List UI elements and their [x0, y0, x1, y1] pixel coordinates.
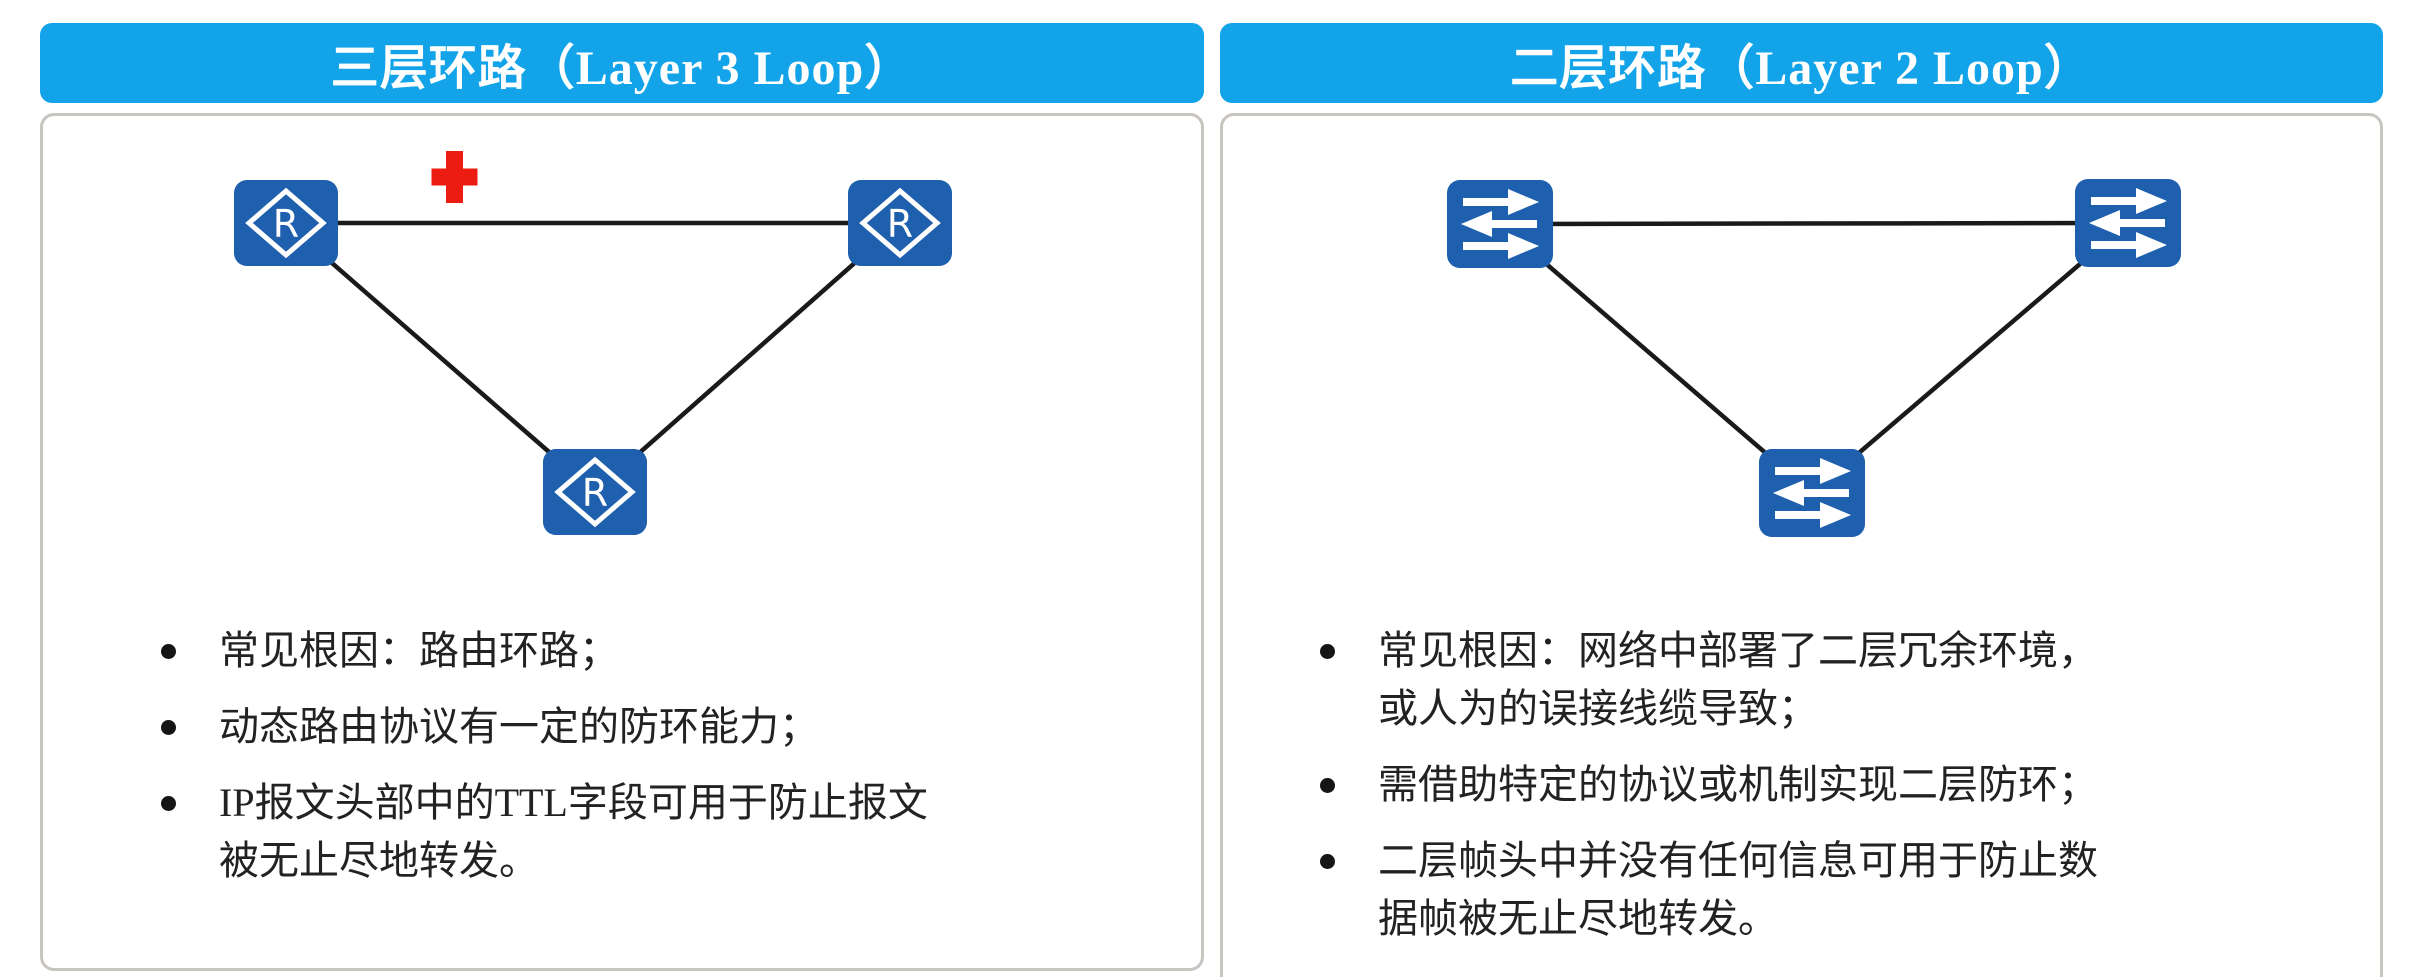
layer2-panel: 常见根因：网络中部署了二层冗余环境， 或人为的误接线缆导致； 需借助特定的协议或… — [1220, 113, 2383, 977]
bullet-text: 或人为的误接线缆导致； — [1378, 686, 1818, 731]
red-cross-icon — [431, 151, 478, 203]
layer3-panel: R R R 常见根因：路由环路； — [40, 113, 1204, 971]
layer2-header: 二层环路（Layer 2 Loop） — [1220, 23, 2383, 103]
bullet-text: 需借助特定的协议或机制实现二层防环； — [1378, 762, 2098, 807]
bullet-item: 二层帧头中并没有任何信息可用于防止数 据帧被无止尽地转发。 — [1223, 832, 2380, 948]
link-line — [1810, 221, 2130, 495]
router-label: R — [887, 202, 913, 246]
bullet-text: 被无止尽地转发。 — [219, 838, 539, 883]
link-line — [1499, 220, 2129, 227]
link-line — [593, 221, 902, 494]
router-icon: R — [234, 180, 338, 266]
layer3-title: 三层环路（Layer 3 Loop） — [330, 42, 914, 95]
bullet-dot-icon — [1320, 644, 1335, 659]
layer3-header: 三层环路（Layer 3 Loop） — [40, 23, 1204, 103]
bullet-dot-icon — [161, 796, 176, 811]
bullet-text: 常见根因：网络中部署了二层冗余环境， — [1378, 628, 2098, 673]
bullet-dot-icon — [1320, 778, 1335, 793]
bullet-item: IP报文头部中的TTL字段可用于防止报文 被无止尽地转发。 — [43, 774, 1201, 890]
layer3-topology-diagram: R R R — [234, 151, 952, 535]
router-icon: R — [848, 180, 952, 266]
bullet-dot-icon — [161, 720, 176, 735]
layer2-bullets: 常见根因：网络中部署了二层冗余环境， 或人为的误接线缆导致； 需借助特定的协议或… — [1223, 622, 2380, 966]
bullet-text: 常见根因：路由环路； — [219, 628, 619, 673]
bullet-dot-icon — [1320, 854, 1335, 869]
bullet-text: 据帧被无止尽地转发。 — [1378, 896, 1778, 941]
switch-icon — [2075, 179, 2181, 267]
bullet-item: 需借助特定的协议或机制实现二层防环； — [1223, 756, 2380, 814]
bullet-text: 动态路由协议有一定的防环能力； — [219, 704, 819, 749]
switch-icon — [1447, 180, 1553, 268]
layer2-topology-diagram — [1447, 179, 2181, 537]
link-line — [284, 221, 597, 494]
router-label: R — [273, 202, 299, 246]
router-icon: R — [543, 449, 647, 535]
bullet-dot-icon — [161, 644, 176, 659]
layer2-title: 二层环路（Layer 2 Loop） — [1510, 42, 2093, 95]
bullet-item: 常见根因：路由环路； — [43, 622, 1201, 680]
bullet-text: IP报文头部中的TTL字段可用于防止报文 — [219, 780, 928, 825]
bullet-item: 动态路由协议有一定的防环能力； — [43, 698, 1201, 756]
switch-icon — [1759, 449, 1865, 537]
bullet-text: 二层帧头中并没有任何信息可用于防止数 — [1378, 838, 2098, 883]
link-line — [1498, 222, 1814, 495]
layer3-bullets: 常见根因：路由环路； 动态路由协议有一定的防环能力； IP报文头部中的TTL字段… — [43, 622, 1201, 908]
bullet-item: 常见根因：网络中部署了二层冗余环境， 或人为的误接线缆导致； — [1223, 622, 2380, 738]
router-label: R — [582, 471, 608, 515]
